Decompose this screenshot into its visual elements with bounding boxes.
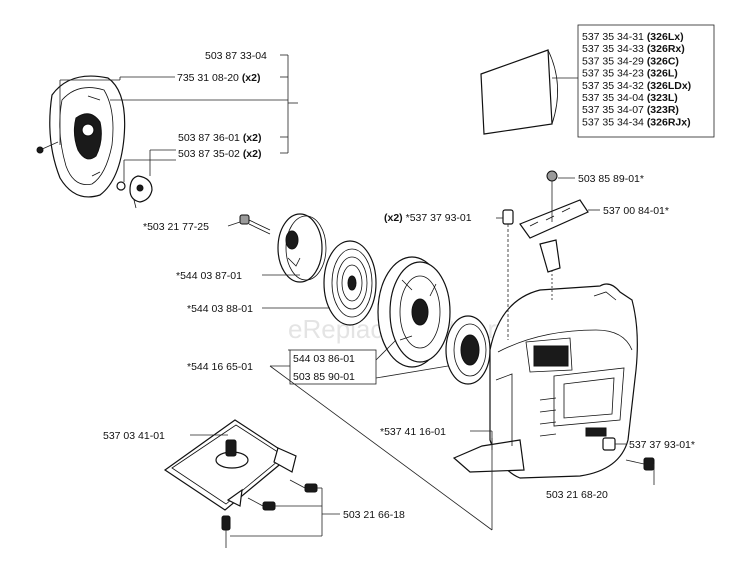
label-503-87-35-02: 503 87 35-02 (x2): [178, 148, 262, 160]
bracket-plate: [163, 419, 297, 511]
label-537-37-93-01-top: (x2) *537 37 93-01: [384, 212, 472, 224]
decal-sheet: [480, 49, 578, 135]
label-544-03-88-01: *544 03 88-01: [187, 303, 253, 315]
starter-bolt: [227, 214, 271, 235]
label-503-85-90-01: 503 85 90-01: [293, 371, 355, 383]
decal-row: 537 35 34-33 (326Rx): [582, 43, 685, 55]
decal-row: 537 35 34-04 (323L): [582, 92, 678, 104]
label-503-21-77-25: *503 21 77-25: [143, 221, 209, 233]
leaders-filter: [59, 54, 298, 182]
label-503-87-33-04: 503 87 33-04: [205, 50, 267, 62]
decal-row: 537 35 34-29 (326C): [582, 55, 679, 67]
label-503-85-89-01: 503 85 89-01*: [578, 173, 644, 185]
bracket-screws: [221, 479, 340, 548]
leaders-starter: [270, 339, 449, 385]
screw-small: [36, 141, 59, 154]
recoil-spring: [262, 240, 377, 326]
decal-list-frame: [577, 24, 715, 138]
screw-right: [625, 457, 655, 485]
decal-row: 537 35 34-23 (326L): [582, 68, 678, 80]
nut-top: [496, 209, 514, 340]
label-537-41-16-01: *537 41 16-01: [380, 426, 446, 438]
starter-handle: [519, 170, 600, 300]
decal-row: 537 35 34-32 (326LDx): [582, 80, 691, 92]
washer-ring: [445, 315, 491, 385]
decal-list: 537 35 34-31 (326Lx)537 35 34-33 (326Rx)…: [577, 24, 715, 138]
decal-row: 537 35 34-31 (326Lx): [582, 31, 684, 43]
decal-row: 537 35 34-07 (323R): [582, 104, 679, 116]
label-503-21-68-20: 503 21 68-20: [546, 489, 608, 501]
nut-right: [602, 437, 626, 451]
rope-pulley: [377, 256, 451, 368]
callout-labels: 503 87 33-04 735 31 08-20 (x2) 503 87 36…: [103, 50, 695, 521]
starter-housing: [452, 283, 638, 479]
label-544-03-86-01: 544 03 86-01: [293, 353, 355, 365]
label-503-87-36-01: 503 87 36-01 (x2): [178, 132, 262, 144]
label-544-03-87-01: *544 03 87-01: [176, 270, 242, 282]
label-537-03-41-01: 537 03 41-01: [103, 430, 165, 442]
label-537-37-93-01-right: 537 37 93-01*: [629, 439, 695, 451]
label-537-00-84-01: 537 00 84-01*: [603, 205, 669, 217]
label-735-31-08-20: 735 31 08-20 (x2): [177, 72, 261, 84]
knob-screw: [116, 175, 153, 209]
label-544-16-65-01: *544 16 65-01: [187, 361, 253, 373]
leaders-misc: [269, 365, 493, 531]
starter-pulley: [262, 213, 327, 283]
label-503-21-66-18: 503 21 66-18: [343, 509, 405, 521]
air-filter-cover: [49, 75, 126, 198]
decal-row: 537 35 34-34 (326RJx): [582, 116, 691, 128]
